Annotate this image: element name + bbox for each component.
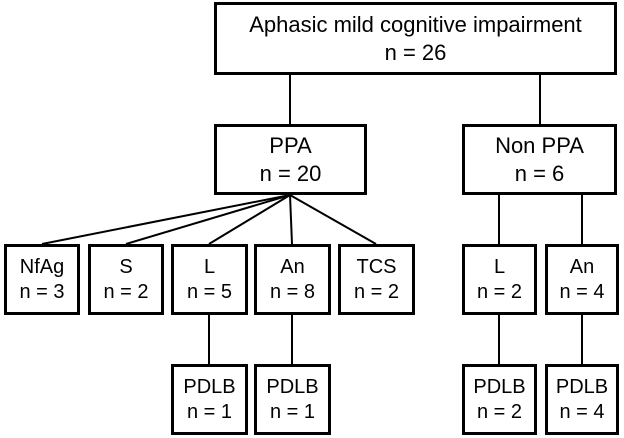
node-label: An (280, 255, 305, 278)
node-ppa-nfag: NfAg n = 3 (4, 244, 80, 315)
node-ppa-an: An n = 8 (254, 244, 331, 315)
node-label: L (203, 255, 216, 278)
node-ppa-tcs: TCS n = 2 (338, 244, 415, 315)
node-count: n = 2 (476, 280, 523, 303)
edge-ppa-tcs (289, 194, 377, 245)
node-pdlb: PDLB n = 2 (462, 364, 537, 435)
node-count: n = 1 (269, 400, 316, 423)
node-pdlb: PDLB n = 4 (545, 364, 619, 435)
node-label: TCS (356, 255, 397, 278)
node-count: n = 6 (514, 160, 565, 186)
node-label: L (493, 255, 506, 278)
node-ppa: PPA n = 20 (214, 124, 367, 195)
node-ppa-l: L n = 5 (171, 244, 248, 315)
node-label: NfAg (19, 255, 65, 278)
node-count: n = 8 (269, 280, 316, 303)
node-count: n = 4 (559, 400, 605, 423)
node-aphasic-mci: Aphasic mild cognitive impairment n = 26 (214, 2, 617, 75)
node-count: n = 4 (559, 280, 605, 303)
node-label: PPA (269, 133, 312, 158)
node-count: n = 1 (186, 400, 233, 423)
edge-ppa-l (208, 194, 291, 245)
node-ppa-s: S n = 2 (88, 244, 164, 315)
edge-ppa-an (289, 194, 293, 245)
node-count: n = 5 (186, 280, 233, 303)
node-label: PDLB (555, 375, 609, 398)
node-count: n = 2 (353, 280, 400, 303)
node-label: S (119, 255, 133, 278)
node-label: An (569, 255, 595, 278)
node-label: Aphasic mild cognitive impairment (249, 12, 582, 37)
node-count: n = 2 (103, 280, 149, 303)
node-count: n = 26 (384, 39, 447, 65)
node-pdlb: PDLB n = 1 (254, 364, 331, 435)
node-count: n = 2 (476, 400, 523, 423)
node-nonppa-l: L n = 2 (462, 244, 537, 315)
node-label: PDLB (183, 375, 236, 398)
node-non-ppa: Non PPA n = 6 (462, 124, 617, 195)
node-count: n = 3 (19, 280, 65, 303)
node-label: PDLB (473, 375, 526, 398)
edge-ppa-s (125, 194, 291, 245)
edge-ppa-nfag (41, 194, 291, 245)
node-count: n = 20 (259, 160, 322, 186)
node-pdlb: PDLB n = 1 (171, 364, 248, 435)
node-nonppa-an: An n = 4 (545, 244, 619, 315)
node-label: Non PPA (495, 133, 584, 158)
node-label: PDLB (266, 375, 319, 398)
